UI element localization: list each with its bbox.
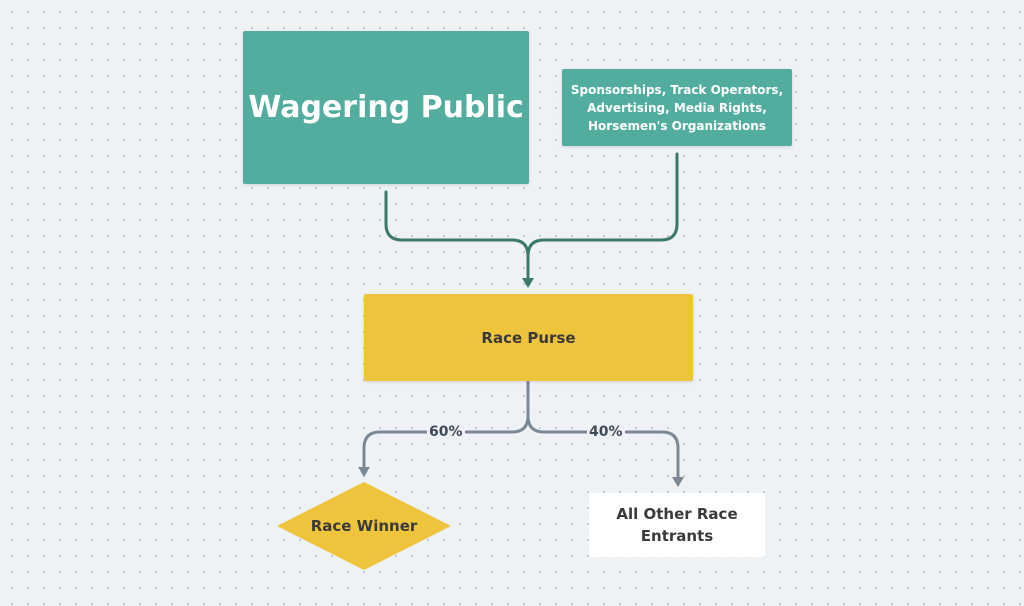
other-entrants-line-2: Entrants (640, 527, 714, 545)
arrowhead-to-others (672, 477, 684, 487)
arrowhead-to-purse (522, 278, 534, 288)
wagering-public-label: Wagering Public (248, 90, 524, 125)
others-split-label: 40% (587, 424, 625, 440)
race-winner-label: Race Winner (310, 517, 418, 535)
other-entrants-line-1: All Other Race (616, 505, 738, 523)
sources-line-3: Horsemen's Organizations (587, 118, 766, 133)
connector-sources-to-purse (526, 152, 679, 258)
race-purse-node[interactable]: Race Purse (364, 294, 693, 381)
other-entrants-node[interactable]: All Other Race Entrants (589, 493, 765, 557)
wagering-public-node[interactable]: Wagering Public (243, 31, 529, 184)
sources-line-1: Sponsorships, Track Operators, (570, 82, 784, 97)
connector-purse-to-others (526, 414, 680, 479)
connector-wagering-to-purse (384, 190, 530, 280)
race-winner-diamond[interactable] (277, 482, 451, 570)
race-purse-label: Race Purse (481, 328, 576, 347)
sources-line-2: Advertising, Media Rights, (587, 100, 767, 115)
arrowhead-to-winner (358, 467, 370, 477)
revenue-sources-node[interactable]: Sponsorships, Track Operators, Advertisi… (562, 69, 792, 146)
race-winner-node[interactable]: Race Winner (277, 482, 451, 570)
winner-split-label: 60% (427, 424, 465, 440)
